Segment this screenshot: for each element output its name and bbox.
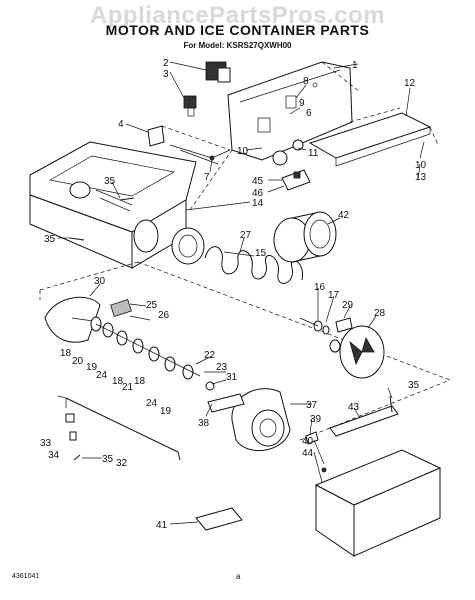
callout-44: 44 [302,448,314,459]
fan-part-28 [329,325,385,379]
screws-part-35 [69,197,393,461]
callout-leaders [58,61,425,525]
document-number: 4361041 [12,573,40,580]
callout-26: 26 [158,310,170,321]
relay-part-3 [183,95,197,117]
callout-28: 28 [374,308,386,319]
ice-container-housing-part-14 [29,141,197,269]
callout-12: 12 [404,78,416,89]
wiring-part-7 [169,144,231,165]
callout-19-b: 19 [160,406,172,417]
callout-45: 45 [252,176,264,187]
callout-34: 34 [48,450,60,461]
callout-35-c: 35 [408,380,420,391]
callout-20: 20 [72,356,84,367]
model-line: For Model: KSRS27QXWH00 [183,41,292,50]
callout-46: 46 [252,188,264,199]
callout-21: 21 [122,382,134,393]
diagram-title: MOTOR AND ICE CONTAINER PARTS [105,22,370,38]
callout-18-a: 18 [60,348,72,359]
callout-13: 13 [415,172,427,183]
callout-24-a: 24 [96,370,108,381]
bulb-part-11 [272,139,304,166]
callout-4: 4 [118,119,124,130]
callout-40: 40 [302,436,314,447]
shaft-washers-18-24 [90,316,201,380]
callout-32: 32 [116,458,128,469]
callout-8: 8 [303,76,309,87]
callout-39: 39 [310,414,322,425]
callout-1: 1 [352,60,358,71]
callout-numbers: 1 2 3 4 8 9 6 10 7 11 12 10 13 45 46 14 … [40,58,427,531]
callout-38: 38 [198,418,210,429]
callout-35-d: 35 [102,454,114,465]
coupling-part-25 [110,299,132,317]
page-letter: a [236,572,241,581]
callout-14: 14 [252,198,264,209]
callout-37: 37 [306,400,318,411]
callout-24-b: 24 [146,398,158,409]
callout-10-upper: 10 [237,146,249,157]
callout-11: 11 [308,148,319,159]
callout-27: 27 [240,230,252,241]
callout-2: 2 [163,58,169,69]
label-part-41 [195,507,243,531]
callout-7: 7 [204,172,210,183]
callout-35-a: 35 [104,176,116,187]
callout-16: 16 [314,282,326,293]
auger-plate-part-30 [44,296,101,343]
motor-switch-part-2 [205,61,231,83]
callout-43: 43 [348,402,360,413]
callout-9: 9 [299,98,305,109]
callout-25: 25 [146,300,158,311]
bracket-part-43 [329,405,399,437]
callout-10-right: 10 [415,160,427,171]
callout-22: 22 [204,350,216,361]
callout-19-a: 19 [86,362,98,373]
rod-part-32 [57,395,181,461]
bracket-part-4 [147,125,165,147]
callout-33: 33 [40,438,52,449]
callout-35-b: 35 [44,234,56,245]
auger-spring-part-27 [204,246,304,284]
hardware-39-40 [305,431,327,473]
callout-15: 15 [255,248,267,259]
callout-41: 41 [156,520,168,531]
auger-ring-part-15 [171,227,205,265]
callout-3: 3 [163,69,169,80]
callout-18-b: 18 [112,376,124,387]
callout-17: 17 [328,290,340,301]
duct-part-42 [273,211,337,263]
callout-42: 42 [338,210,350,221]
ice-bucket-part-44 [314,449,442,557]
callout-23: 23 [216,362,228,373]
callout-31: 31 [226,372,238,383]
callout-30: 30 [94,276,106,287]
watermark: AppliancePartsPros.com [89,2,386,29]
callout-6: 6 [306,108,312,119]
callout-29: 29 [342,300,354,311]
callout-18-c: 18 [134,376,146,387]
clip-part-45-46 [281,169,311,191]
fan-hardware-16-17-29 [299,317,353,335]
